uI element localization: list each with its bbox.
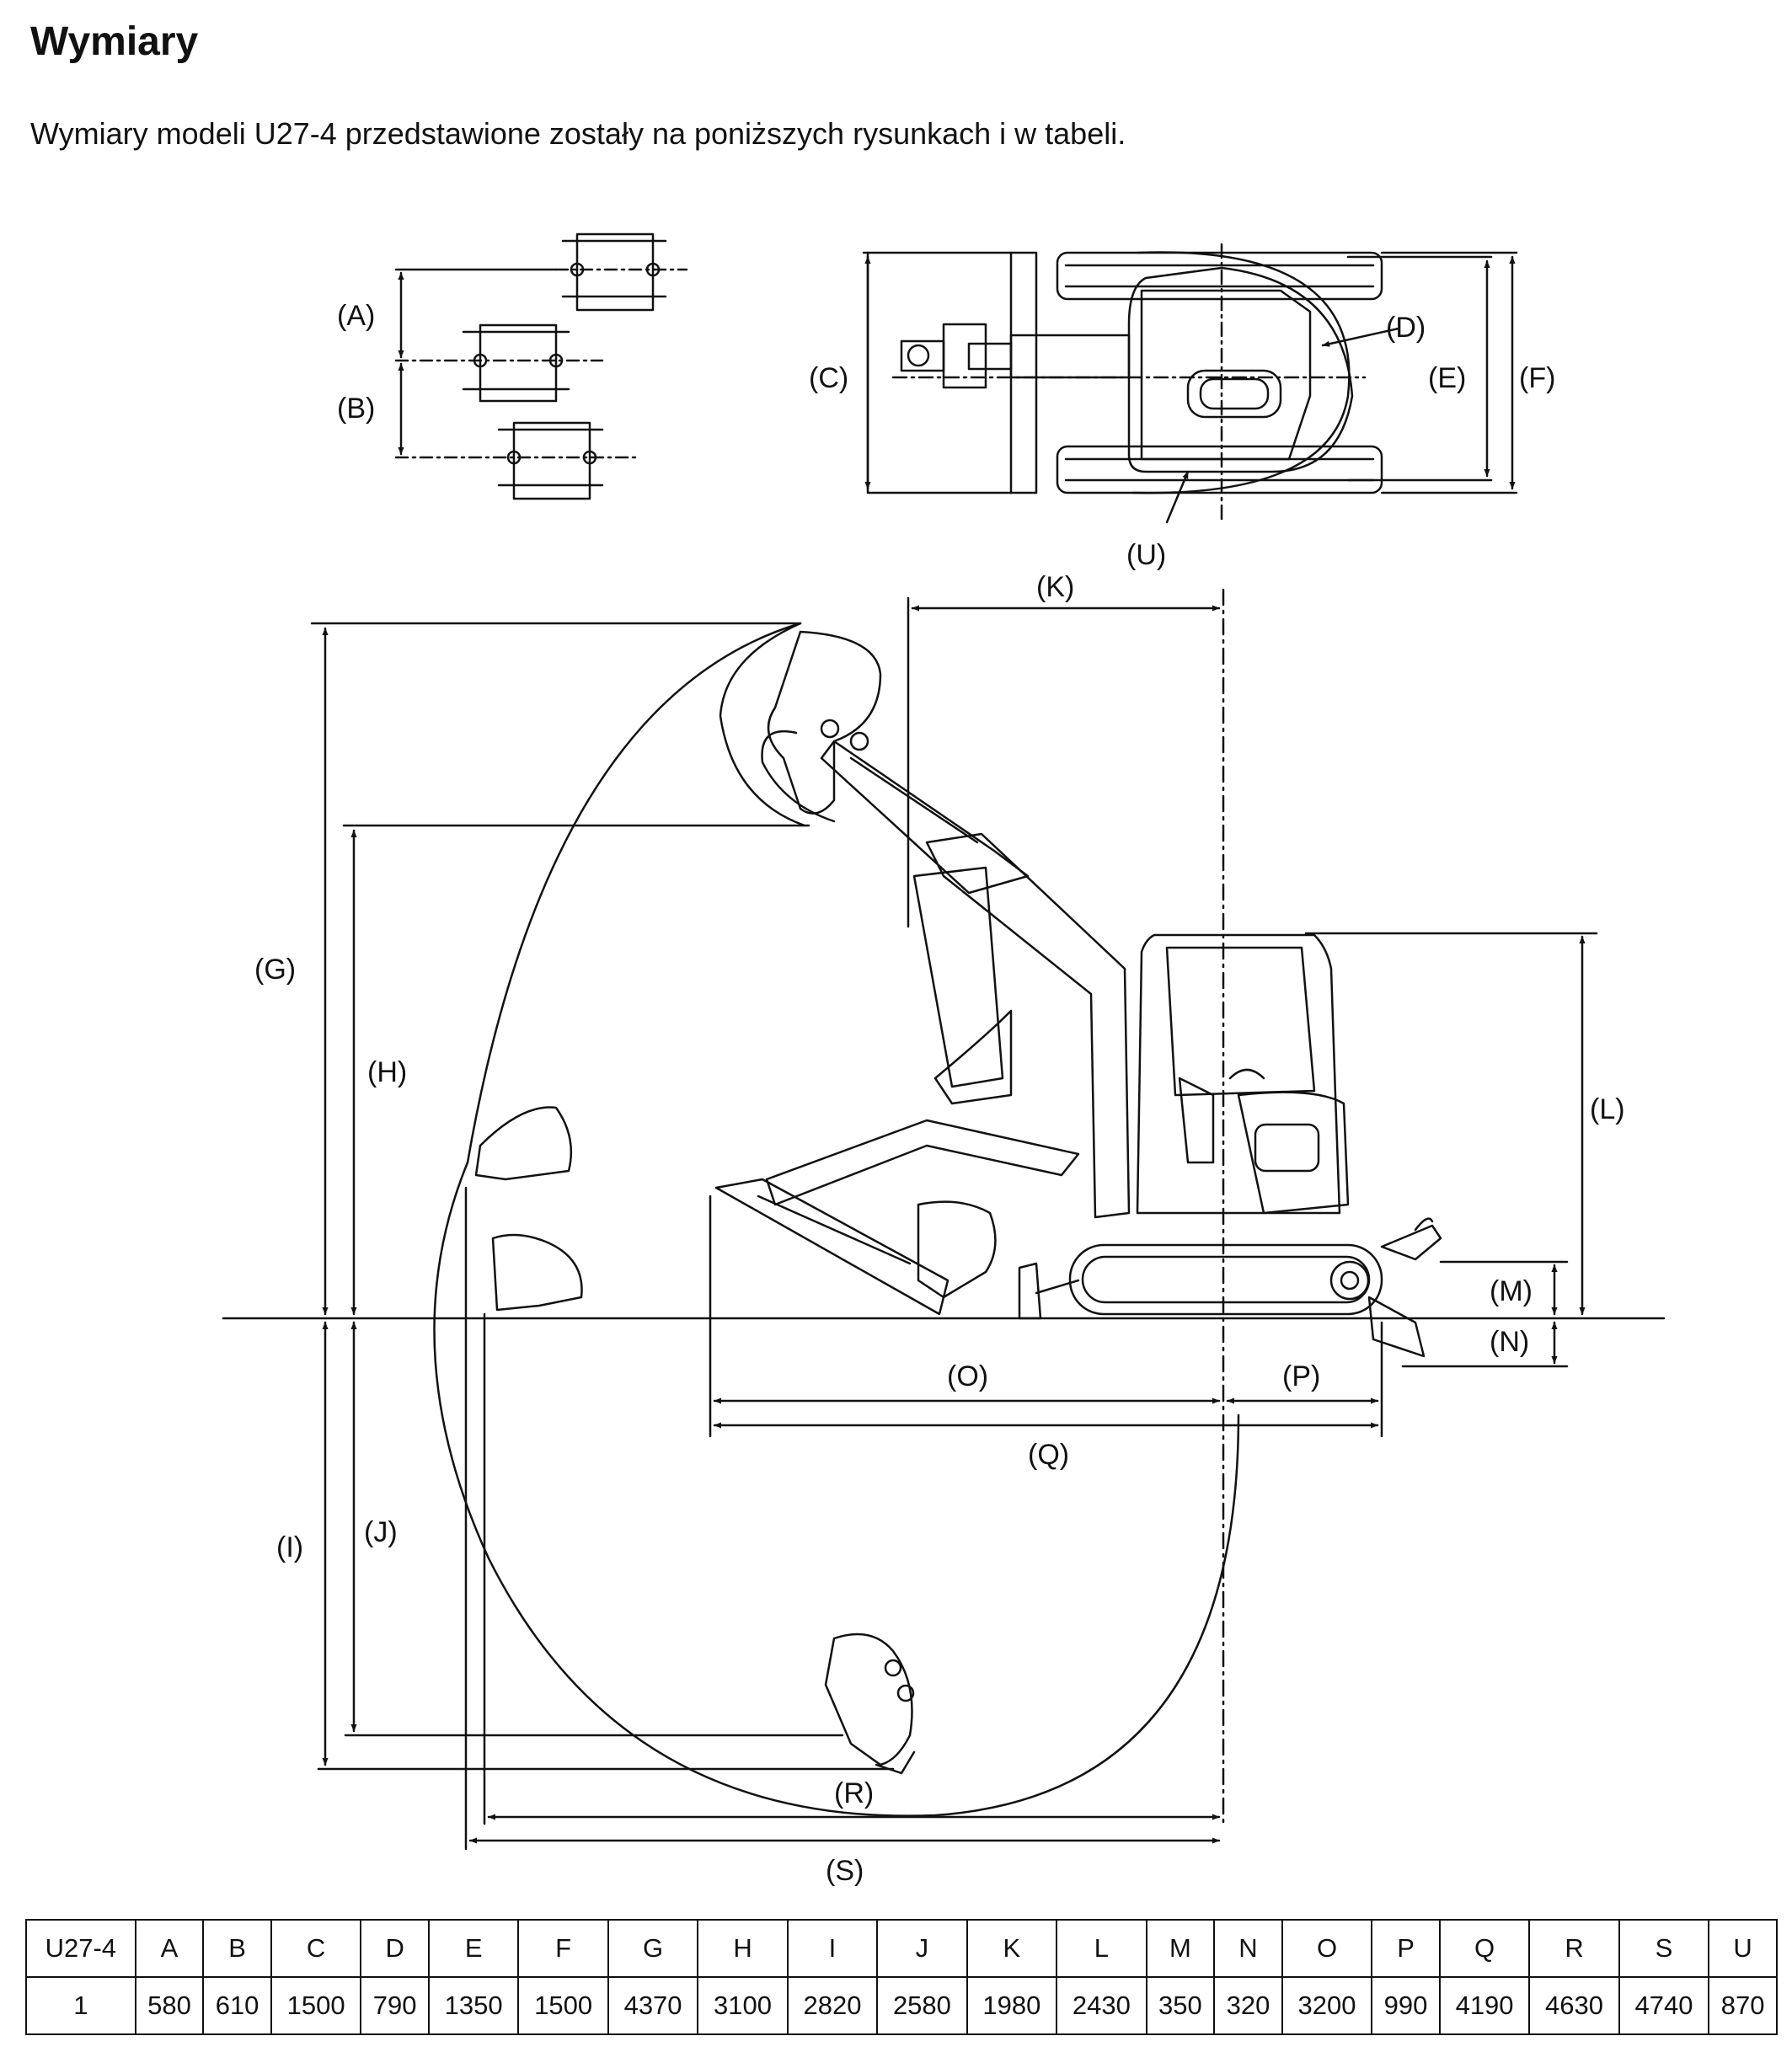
label-U: (U) (1126, 539, 1166, 571)
leader-D (1321, 327, 1400, 347)
table-cell: 580 (134, 1976, 205, 2035)
label-R: (R) (834, 1777, 874, 1809)
table-cell: 1500 (270, 1976, 362, 2035)
side-view-diagram (222, 588, 1666, 1851)
plan-view-diagram (862, 243, 1518, 524)
table-header-cell: K (966, 1919, 1058, 1978)
leader-U (1165, 470, 1190, 524)
table-cell: 990 (1371, 1976, 1441, 2035)
table-cell: 4740 (1618, 1976, 1710, 2035)
label-D: (D) (1386, 312, 1426, 344)
intro-text: Wymiary modeli U27-4 przedstawione zosta… (30, 116, 1126, 151)
bucket-center-icon (394, 323, 604, 403)
label-K: (K) (1036, 571, 1074, 603)
table-cell: 350 (1145, 1976, 1216, 2035)
table-header-cell: F (517, 1919, 609, 1978)
table-header-row: U27-4 A B C D E F G H I J K L M N O P Q … (25, 1919, 1778, 1978)
table-header-cell: U (1708, 1919, 1778, 1978)
label-C: (C) (809, 362, 848, 394)
table-header-cell: E (427, 1919, 520, 1978)
track (1068, 1243, 1383, 1316)
label-J: (J) (364, 1516, 398, 1548)
table-cell: 610 (202, 1976, 272, 2035)
table-cell: 1350 (427, 1976, 520, 2035)
table-cell: 3100 (697, 1976, 789, 2035)
table-header-cell: Q (1438, 1919, 1531, 1978)
bucket-forward-icon (474, 1106, 583, 1312)
bucket-right-icon (554, 232, 688, 312)
table-cell: 320 (1213, 1976, 1283, 2035)
table-cell: 2430 (1056, 1976, 1147, 2035)
table-header-cell: R (1528, 1919, 1620, 1978)
label-S: (S) (826, 1855, 864, 1887)
label-N: (N) (1490, 1326, 1529, 1358)
table-cell: 1980 (966, 1976, 1058, 2035)
table-header-cell: J (876, 1919, 968, 1978)
bucket-left-icon (394, 421, 638, 500)
table-header-cell: N (1213, 1919, 1283, 1978)
bucket-high-icon (761, 630, 882, 823)
table-cell: 1 (25, 1976, 136, 2035)
table-header-cell: G (607, 1919, 699, 1978)
table-row: 1 580 610 1500 790 1350 1500 4370 3100 2… (25, 1976, 1778, 2035)
table-header-cell: S (1618, 1919, 1710, 1978)
table-cell: 4370 (607, 1976, 699, 2035)
dimensions-table: U27-4 A B C D E F G H I J K L M N O P Q … (25, 1919, 1778, 2035)
table-header-cell: M (1145, 1919, 1216, 1978)
bucket-offset-diagram (394, 232, 688, 500)
table-header-cell: O (1281, 1919, 1373, 1978)
table-cell: 2820 (786, 1976, 879, 2035)
label-I: (I) (276, 1531, 303, 1563)
table-header-cell: D (360, 1919, 430, 1978)
table-header-cell: C (270, 1919, 362, 1978)
working-envelope (433, 622, 1240, 1817)
table-cell: 870 (1708, 1976, 1778, 2035)
table-header-cell: I (786, 1919, 879, 1978)
label-F: (F) (1519, 362, 1555, 394)
label-G: (G) (254, 954, 296, 986)
table-header-cell: B (202, 1919, 272, 1978)
label-O: (O) (947, 1360, 988, 1392)
label-H: (H) (367, 1056, 407, 1088)
table-cell: 4630 (1528, 1976, 1620, 2035)
table-cell: 1500 (517, 1976, 609, 2035)
label-M: (M) (1490, 1275, 1533, 1307)
page-title: Wymiary (30, 19, 199, 64)
label-Q: (Q) (1028, 1439, 1069, 1471)
label-A: (A) (337, 300, 375, 332)
table-header-cell: A (134, 1919, 205, 1978)
bucket-low-icon (824, 1633, 916, 1775)
label-E: (E) (1428, 362, 1466, 394)
table-header-cell: P (1371, 1919, 1441, 1978)
table-cell: 2580 (876, 1976, 968, 2035)
table-cell: 3200 (1281, 1976, 1373, 2035)
label-P: (P) (1282, 1360, 1320, 1392)
label-B: (B) (337, 393, 375, 425)
table-header-cell: H (697, 1919, 789, 1978)
cab (1136, 933, 1341, 1215)
table-cell: 4190 (1438, 1976, 1531, 2035)
label-L: (L) (1590, 1093, 1625, 1125)
table-header-cell: L (1056, 1919, 1147, 1978)
table-cell: 790 (360, 1976, 430, 2035)
table-header-cell: U27-4 (25, 1919, 136, 1978)
